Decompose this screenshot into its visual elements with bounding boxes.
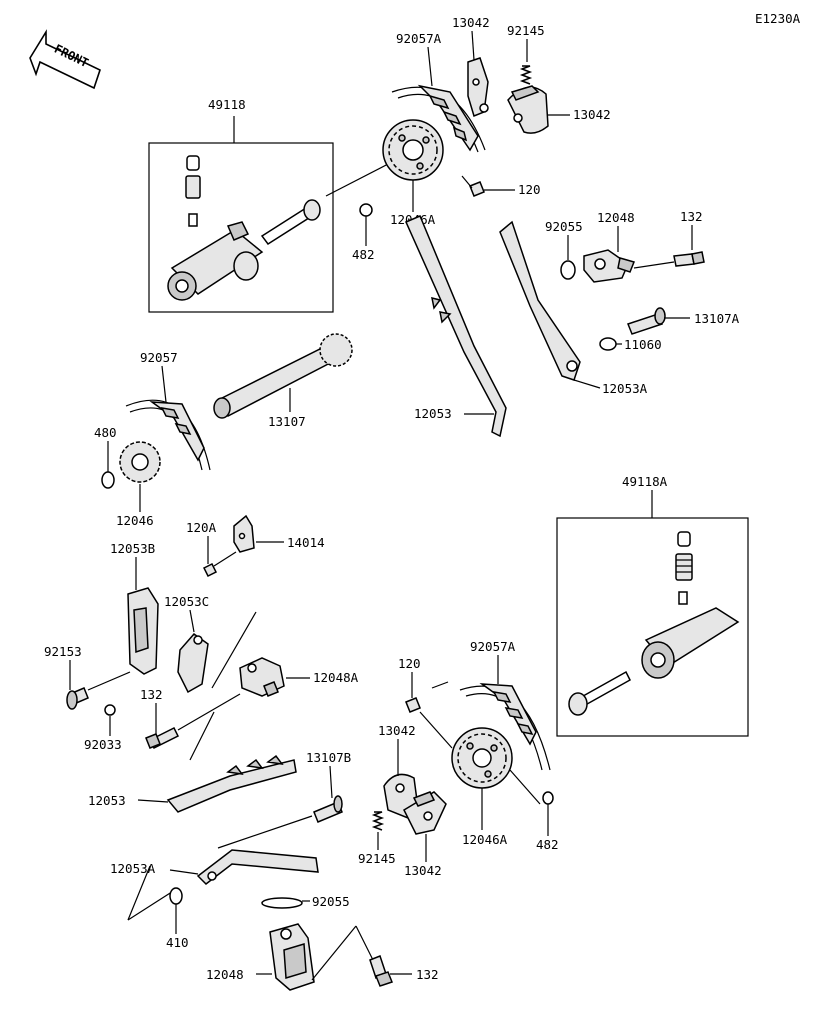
camshaft-assembly-box-49118A bbox=[556, 517, 749, 737]
label-92057: 92057 bbox=[140, 350, 178, 365]
label-13107: 13107 bbox=[268, 414, 306, 429]
cam-chain-92057-left bbox=[125, 399, 211, 471]
chain-guide-12053-top bbox=[405, 215, 507, 438]
decomp-weight-13042-top bbox=[467, 57, 489, 118]
washer-11060 bbox=[599, 337, 617, 351]
spring-92145-top bbox=[519, 65, 533, 85]
label-13042-top: 13042 bbox=[452, 15, 490, 30]
bolt-13107B bbox=[313, 795, 343, 823]
label-120-top: 120 bbox=[518, 182, 541, 197]
label-12053A-bottom: 12053A bbox=[110, 861, 156, 876]
label-12048A: 12048A bbox=[313, 670, 359, 685]
label-12053A-top: 12053A bbox=[602, 381, 648, 396]
o-ring-92055-top bbox=[560, 260, 576, 280]
sprocket-12046 bbox=[119, 441, 161, 483]
label-13042-right: 13042 bbox=[573, 107, 611, 122]
label-92145-bottom: 92145 bbox=[358, 851, 396, 866]
label-120A: 120A bbox=[186, 520, 217, 535]
bolt-132-mid bbox=[145, 726, 180, 750]
label-132-top: 132 bbox=[680, 209, 703, 224]
label-92055-bottom: 92055 bbox=[312, 894, 350, 909]
chain-guide-12053B bbox=[127, 587, 159, 675]
label-12053C: 12053C bbox=[164, 594, 209, 609]
label-482-top: 482 bbox=[352, 247, 375, 262]
label-49118A: 49118A bbox=[622, 474, 668, 489]
tensioner-12048-top bbox=[583, 249, 636, 283]
bolt-132-top bbox=[673, 251, 705, 267]
bolt-92153 bbox=[66, 687, 89, 710]
label-132-bottom: 132 bbox=[416, 967, 439, 982]
label-92033: 92033 bbox=[84, 737, 122, 752]
bolt-132-bottom bbox=[369, 955, 393, 987]
shaft-13107 bbox=[213, 333, 353, 419]
label-92153: 92153 bbox=[44, 644, 82, 659]
label-13042-bottom-top: 13042 bbox=[378, 723, 416, 738]
label-482-bottom: 482 bbox=[536, 837, 559, 852]
bracket-14014 bbox=[233, 514, 255, 553]
tensioner-12048-bottom bbox=[269, 923, 315, 991]
label-92057A-top: 92057A bbox=[396, 31, 442, 46]
cam-sprocket-12046A-bottom bbox=[451, 727, 513, 789]
circlip-482-top bbox=[359, 203, 373, 217]
label-12046: 12046 bbox=[116, 513, 154, 528]
decomp-cam-13042-top bbox=[507, 85, 549, 134]
camshaft-assembly-box-49118 bbox=[148, 116, 334, 313]
circlip-482-bottom bbox=[542, 791, 554, 805]
cam-sprocket-12046A-top bbox=[382, 119, 444, 181]
chain-tensioner-12053A-bottom bbox=[196, 849, 319, 885]
label-12053-top: 12053 bbox=[414, 406, 452, 421]
label-13042-bottom: 13042 bbox=[404, 863, 442, 878]
chain-guide-12053-bottom bbox=[166, 754, 297, 813]
bolt-120A bbox=[202, 562, 218, 578]
chain-tensioner-12053A-top bbox=[499, 220, 581, 381]
tensioner-12048A bbox=[239, 657, 285, 697]
label-13107B: 13107B bbox=[306, 750, 351, 765]
cam-chain-92057A-top bbox=[391, 84, 486, 153]
label-12048-top: 12048 bbox=[597, 210, 635, 225]
bolt-120-bottom bbox=[405, 697, 421, 713]
label-120-bottom: 120 bbox=[398, 656, 421, 671]
label-92057A-bottom: 92057A bbox=[470, 639, 516, 654]
chain-guide-12053C bbox=[177, 632, 209, 694]
label-92055-top: 92055 bbox=[545, 219, 583, 234]
label-92145-top: 92145 bbox=[507, 23, 545, 38]
spring-92145-bottom bbox=[371, 811, 385, 831]
decomp-cam-13042-bottom bbox=[403, 791, 447, 835]
label-480: 480 bbox=[94, 425, 117, 440]
label-14014: 14014 bbox=[287, 535, 325, 550]
label-12048-bottom: 12048 bbox=[206, 967, 244, 982]
label-12046A-bottom: 12046A bbox=[462, 832, 508, 847]
label-49118: 49118 bbox=[208, 97, 246, 112]
label-410: 410 bbox=[166, 935, 189, 950]
bolt-13107A bbox=[627, 307, 666, 335]
bolt-120-top bbox=[461, 175, 485, 197]
washer-92033 bbox=[104, 704, 116, 716]
diagram-id: E1230A bbox=[755, 11, 801, 26]
cam-chain-92057A-bottom bbox=[459, 683, 551, 771]
label-12053B: 12053B bbox=[110, 541, 155, 556]
washer-410 bbox=[169, 887, 183, 905]
o-ring-92055-bottom bbox=[261, 897, 303, 909]
label-11060: 11060 bbox=[624, 337, 662, 352]
label-13107A: 13107A bbox=[694, 311, 740, 326]
label-132-mid: 132 bbox=[140, 687, 163, 702]
label-12053-bottom: 12053 bbox=[88, 793, 126, 808]
circlip-480 bbox=[101, 471, 115, 489]
front-arrow-icon: FRONT bbox=[29, 29, 101, 90]
